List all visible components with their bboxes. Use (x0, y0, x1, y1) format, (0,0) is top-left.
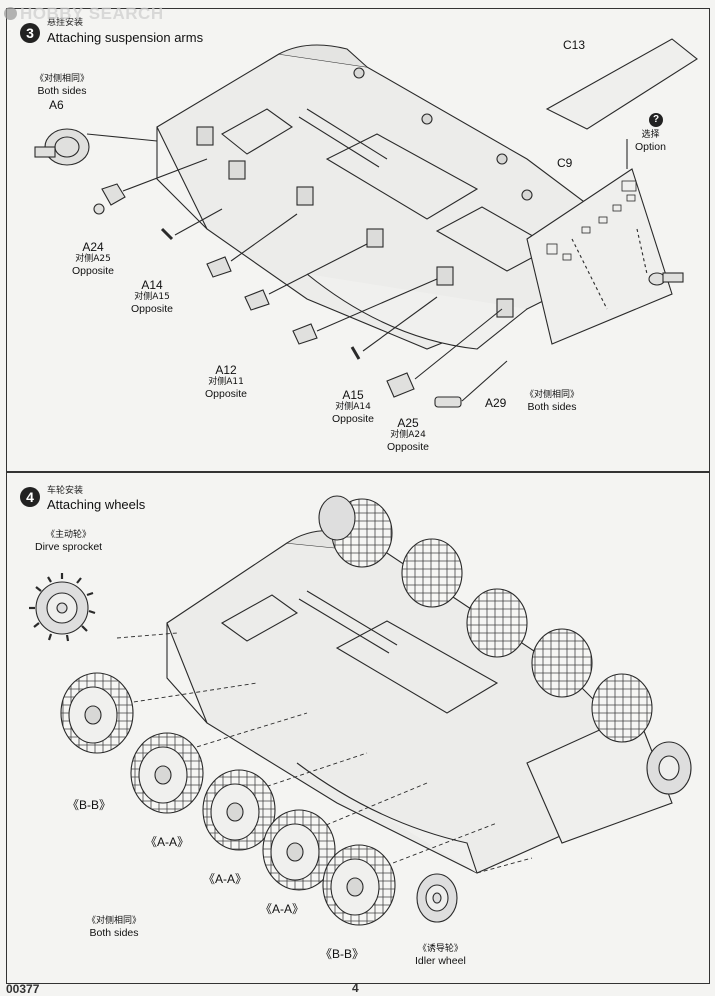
wheel-label-aa-1: 《A-A》 (145, 835, 190, 849)
label-drive-sprocket: 《主动轮》 Dirve sprocket (35, 530, 103, 553)
part-label-a12: A12 对侧A11 Opposite (205, 363, 248, 400)
part-label-c13: C13 (563, 38, 586, 52)
step-3-number-badge: 3 (20, 23, 40, 43)
label-idler-wheel: 《诱导轮》 Idler wheel (415, 944, 466, 967)
part-label-a25: A25 对侧A24 Opposite (387, 416, 430, 453)
wheel-label-bb-rear: 《B-B》 (320, 947, 365, 961)
step-3-panel: 3 悬挂安装 Attaching suspension arms (6, 8, 710, 472)
step-4-panel: 4 车轮安装 Attaching wheels (6, 472, 710, 984)
part-label-a15: A15 对侧A14 Opposite (332, 388, 375, 425)
watermark-logo-icon (4, 7, 17, 20)
page-product-code: 00377 (6, 982, 40, 996)
step-4-drawing (29, 495, 692, 926)
step-4-number-badge: 4 (20, 487, 40, 507)
step-3-title-en: Attaching suspension arms (47, 30, 204, 45)
step-4-title-en: Attaching wheels (47, 497, 146, 512)
step-4-title-cn: 车轮安装 (47, 486, 84, 496)
step-3-title-cn: 悬挂安装 (47, 18, 84, 28)
option-icon: ? (649, 113, 663, 127)
step-3-drawing (34, 38, 698, 408)
hobby-search-watermark: HOBBY SEARCH (4, 4, 164, 24)
part-label-a14: A14 对侧A15 Opposite (131, 278, 174, 315)
part-label-c9: C9 (557, 156, 573, 170)
part-label-a24: A24 对侧A25 Opposite (72, 240, 115, 277)
label-both-sides-a6: 《对侧相同》 Both sides (35, 74, 90, 97)
part-label-a29: A29 (485, 396, 507, 410)
wheel-label-aa-2: 《A-A》 (203, 872, 248, 886)
page-number: 4 (352, 981, 359, 995)
label-both-sides-wheels: 《对侧相同》 Both sides (87, 916, 142, 939)
part-label-a6: A6 (49, 98, 64, 112)
wheel-label-bb-front: 《B-B》 (67, 798, 112, 812)
wheel-label-aa-3: 《A-A》 (260, 902, 305, 916)
label-option: 选择 Option (635, 130, 666, 153)
label-both-sides-a29: 《对侧相同》 Both sides (525, 390, 580, 413)
